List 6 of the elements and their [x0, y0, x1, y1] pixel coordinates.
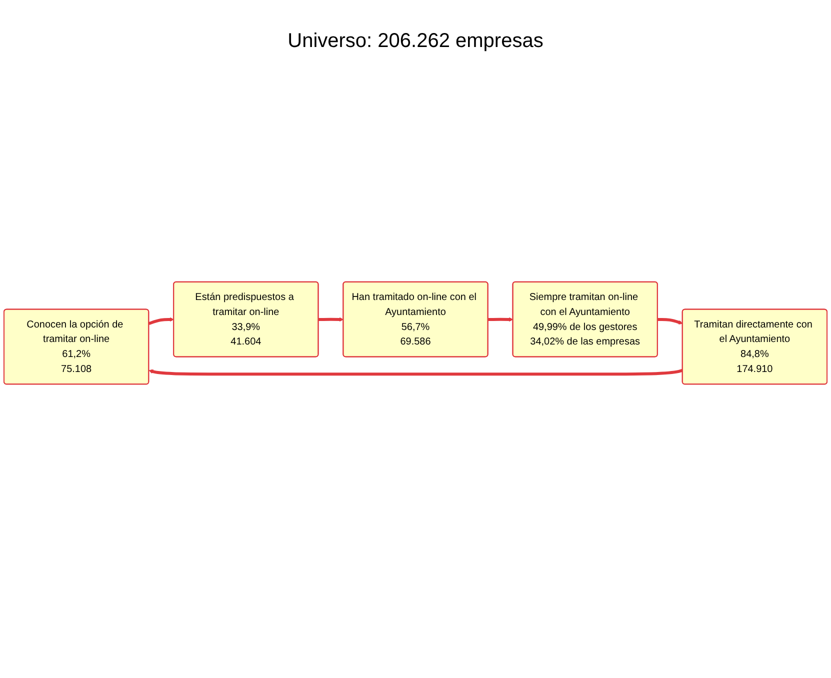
arrow [488, 317, 514, 322]
note-text: Universo: 206.262 empresas [288, 30, 544, 53]
arrow [658, 318, 683, 324]
arrow [318, 317, 344, 322]
arrow [148, 368, 683, 376]
arrow [148, 317, 174, 325]
